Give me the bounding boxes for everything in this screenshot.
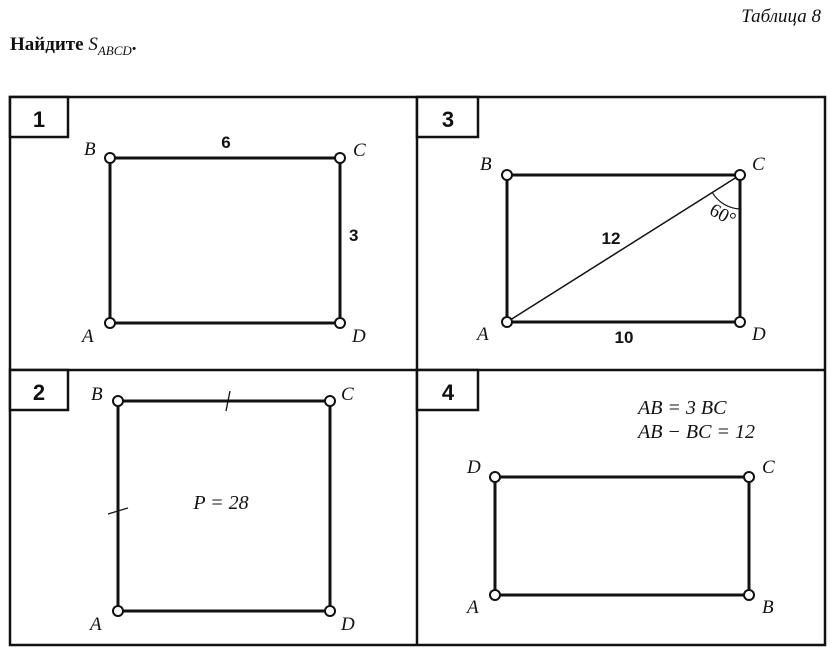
panel-3-vertex-c: [734, 169, 746, 181]
panel-2-label-a: A: [88, 614, 102, 635]
panel-3: 3 B C A D 12 10 60°: [415, 95, 766, 347]
table-label: Таблица 8: [741, 6, 821, 27]
panel-4-label-d: D: [466, 457, 481, 478]
panel-3-vertex-b: [501, 169, 513, 181]
panel-1-side-right: 3: [349, 226, 358, 245]
panel-1-rectangle: [108, 156, 342, 325]
task-symbol: S: [88, 34, 98, 55]
panel-2-tick-left: [107, 507, 129, 515]
panel-1-label-a: A: [80, 326, 94, 347]
panel-1-vertex-b: [104, 152, 116, 164]
panel-3-side-bottom: 10: [615, 328, 634, 347]
panel-3-label-d: D: [751, 324, 766, 345]
panel-1-number: 1: [33, 107, 45, 132]
panel-1-label-c: C: [353, 140, 366, 161]
panel-3-badge-box: [415, 95, 480, 139]
panel-4-vertex-d: [489, 471, 501, 483]
panel-3-vertex-a: [501, 316, 513, 328]
panel-3-number: 3: [442, 107, 454, 132]
panel-2-vertex-a: [112, 605, 124, 617]
panel-3-label-c: C: [752, 154, 765, 175]
panel-2-tick-top: [225, 390, 231, 412]
panel-2-label-b: B: [91, 384, 103, 405]
panel-2-vertex-c: [324, 395, 336, 407]
panel-2-label-c: C: [341, 384, 354, 405]
panel-2-square: [116, 399, 332, 613]
panel-3-vertex-d: [734, 316, 746, 328]
panel-2-vertex-d: [324, 605, 336, 617]
panel-3-label-a: A: [475, 324, 489, 345]
panel-2-vertex-b: [112, 395, 124, 407]
panel-2-perimeter: P = 28: [192, 492, 248, 514]
panel-4-rectangle: [493, 475, 751, 597]
task-subscript: ABCD: [97, 42, 132, 58]
panel-4-condition-1: AB = 3 BC: [636, 397, 727, 419]
panel-3-rectangle: [505, 173, 742, 324]
panel-4-vertex-a: [489, 589, 501, 601]
panel-3-diagonal-length: 12: [602, 229, 621, 248]
panel-1-side-top: 6: [221, 133, 230, 152]
panel-4-vertex-c: [743, 471, 755, 483]
panel-1-vertex-d: [334, 317, 346, 329]
panel-1-label-d: D: [351, 326, 366, 347]
panel-4-label-b: B: [762, 597, 774, 618]
panel-1-label-b: B: [84, 139, 96, 160]
panel-3-angle-label: 60°: [706, 200, 739, 231]
panel-4-condition-2: AB − BC = 12: [636, 421, 755, 443]
panel-1-badge-box: [8, 95, 70, 139]
panel-1-vertex-c: [334, 152, 346, 164]
panel-4-badge-box: [415, 368, 480, 412]
panel-4-label-a: A: [465, 597, 479, 618]
panel-4-number: 4: [442, 380, 455, 405]
panel-4-vertex-b: [743, 589, 755, 601]
panel-2-badge-box: [8, 368, 70, 412]
panel-1: 1 B C A D 6 3: [8, 95, 366, 347]
panel-1-vertex-a: [104, 317, 116, 329]
task-prefix: Найдите: [10, 34, 89, 55]
panel-2: 2 B C A D P = 28: [8, 368, 355, 635]
panel-2-number: 2: [33, 380, 45, 405]
task-statement: Найдите SABCD.: [10, 34, 137, 59]
panel-4: 4 AB = 3 BC AB − BC = 12 D C A B: [415, 368, 775, 618]
task-suffix: .: [131, 34, 137, 55]
panel-4-label-c: C: [762, 457, 775, 478]
panel-3-angle-arc: [711, 191, 741, 210]
panel-3-label-b: B: [480, 154, 492, 175]
panel-2-label-d: D: [340, 614, 355, 635]
panel-3-diagonal: [506, 174, 741, 323]
